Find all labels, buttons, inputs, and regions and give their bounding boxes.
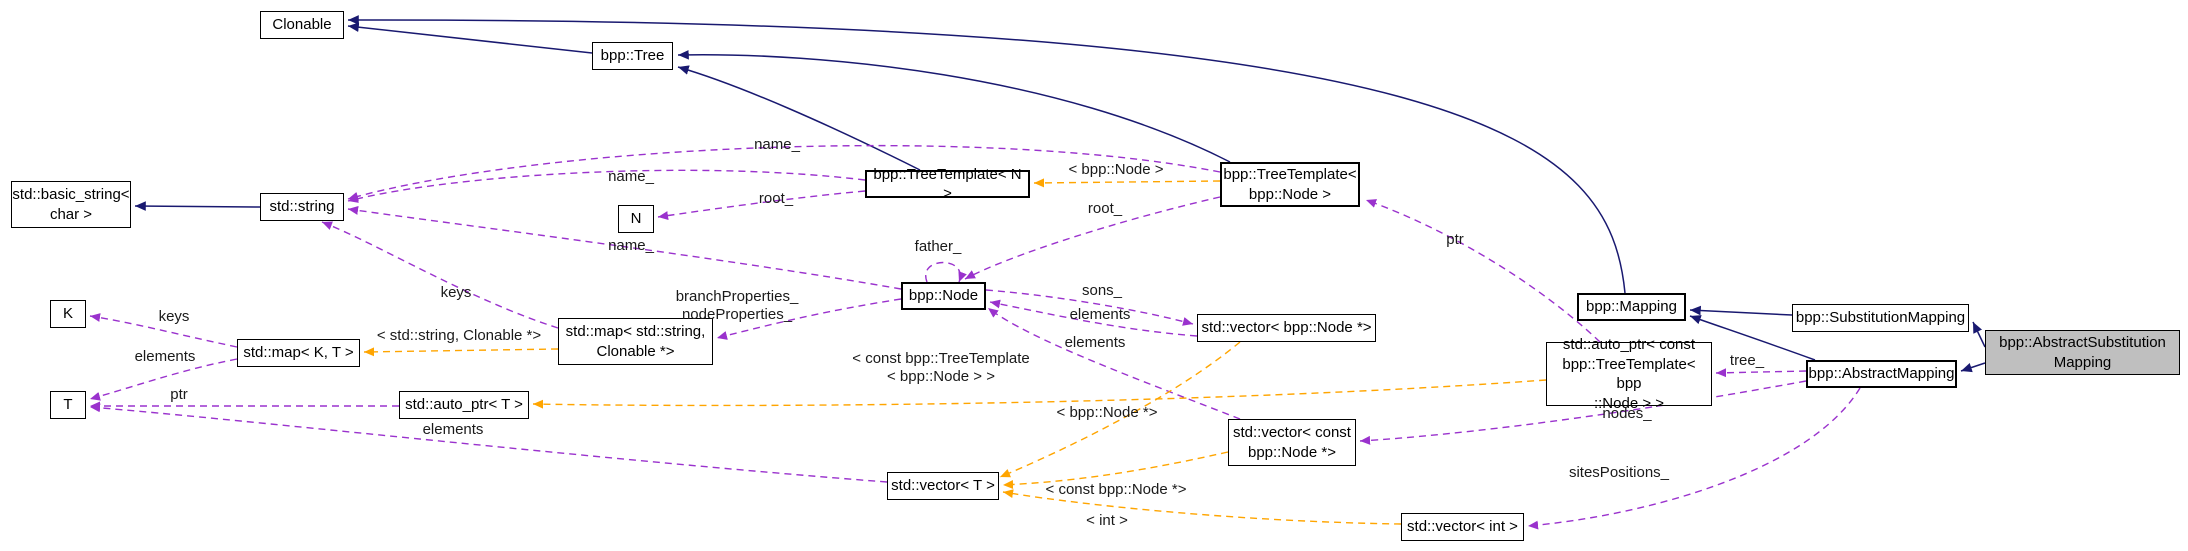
class-node-substitution-mapping[interactable]: bpp::SubstitutionMapping bbox=[1792, 304, 1969, 332]
edge-label-ptr-auto-ptr-treetemplate: ptr bbox=[1446, 231, 1464, 248]
edge-label-elements-map-kt: elements bbox=[134, 348, 196, 365]
class-node-abstract-mapping[interactable]: bpp::AbstractMapping bbox=[1806, 360, 1957, 388]
class-node-tree[interactable]: bpp::Tree bbox=[592, 42, 673, 70]
edge-label-elements-vector-node: elements bbox=[1069, 306, 1131, 323]
edge-label-keys-map-string: keys bbox=[440, 284, 472, 301]
edge-label-template-string-clonable: < std::string, Clonable *> bbox=[376, 327, 542, 344]
class-node-treetemplate-n[interactable]: bpp::TreeTemplate< N > bbox=[865, 166, 1030, 202]
class-node-node[interactable]: bpp::Node bbox=[901, 282, 986, 310]
edge-label-template-bpp-node: < bpp::Node > bbox=[1068, 161, 1164, 178]
edge-label-template-int: < int > bbox=[1086, 512, 1128, 529]
edge-label-sons: sons_ bbox=[1081, 282, 1123, 299]
edge-label-father: father_ bbox=[914, 238, 962, 255]
class-node-clonable[interactable]: Clonable bbox=[260, 11, 344, 39]
edge-label-template-const-node-ptr: < const bpp::Node *> bbox=[1045, 481, 1187, 498]
edge-label-ptr-auto-ptr-t: ptr bbox=[170, 386, 188, 403]
class-node-auto-ptr-treetemplate[interactable]: std::auto_ptr< const bpp::TreeTemplate< … bbox=[1546, 336, 1712, 412]
edge-label-root-n: root_ bbox=[758, 190, 794, 207]
class-node-map-string-clonable[interactable]: std::map< std::string, Clonable *> bbox=[558, 318, 713, 365]
edge-label-name-treetemplate-n: name_ bbox=[608, 168, 654, 185]
edge-label-template-const-treetemplate: < const bpp::TreeTemplate < bpp::Node > … bbox=[852, 350, 1030, 385]
edge-label-root-node: root_ bbox=[1087, 200, 1123, 217]
edge-label-elements-vector-t: elements bbox=[422, 421, 484, 438]
edge-label-name-treetemplate-node: name_ bbox=[754, 136, 800, 153]
class-node-n[interactable]: N bbox=[618, 205, 654, 233]
class-node-auto-ptr-t[interactable]: std::auto_ptr< T > bbox=[399, 391, 529, 419]
class-node-k[interactable]: K bbox=[50, 300, 86, 328]
edge-label-tree: tree_ bbox=[1729, 352, 1765, 369]
edge-label-sites-positions: sitesPositions_ bbox=[1568, 464, 1670, 481]
class-node-vector-int[interactable]: std::vector< int > bbox=[1401, 513, 1524, 541]
edge-label-elements-vector-const-node: elements bbox=[1064, 334, 1126, 351]
class-node-abstract-substitution-mapping[interactable]: bpp::AbstractSubstitution Mapping bbox=[1985, 330, 2180, 375]
class-node-mapping[interactable]: bpp::Mapping bbox=[1577, 293, 1686, 321]
class-node-vector-node-ptr[interactable]: std::vector< bpp::Node *> bbox=[1197, 314, 1376, 342]
class-node-basic-string[interactable]: std::basic_string< char > bbox=[11, 181, 131, 228]
class-node-vector-t[interactable]: std::vector< T > bbox=[887, 472, 999, 500]
class-node-t[interactable]: T bbox=[50, 391, 86, 419]
edge-label-name-node: name_ bbox=[608, 237, 654, 254]
class-node-treetemplate-node[interactable]: bpp::TreeTemplate< bpp::Node > bbox=[1220, 162, 1360, 207]
edge-label-keys-map-kt: keys bbox=[158, 308, 190, 325]
class-node-map-kt[interactable]: std::map< K, T > bbox=[237, 339, 360, 367]
edge-label-template-node-ptr: < bpp::Node *> bbox=[1056, 404, 1158, 421]
class-node-vector-const-node-ptr[interactable]: std::vector< const bpp::Node *> bbox=[1228, 419, 1356, 466]
class-node-string[interactable]: std::string bbox=[260, 193, 344, 221]
